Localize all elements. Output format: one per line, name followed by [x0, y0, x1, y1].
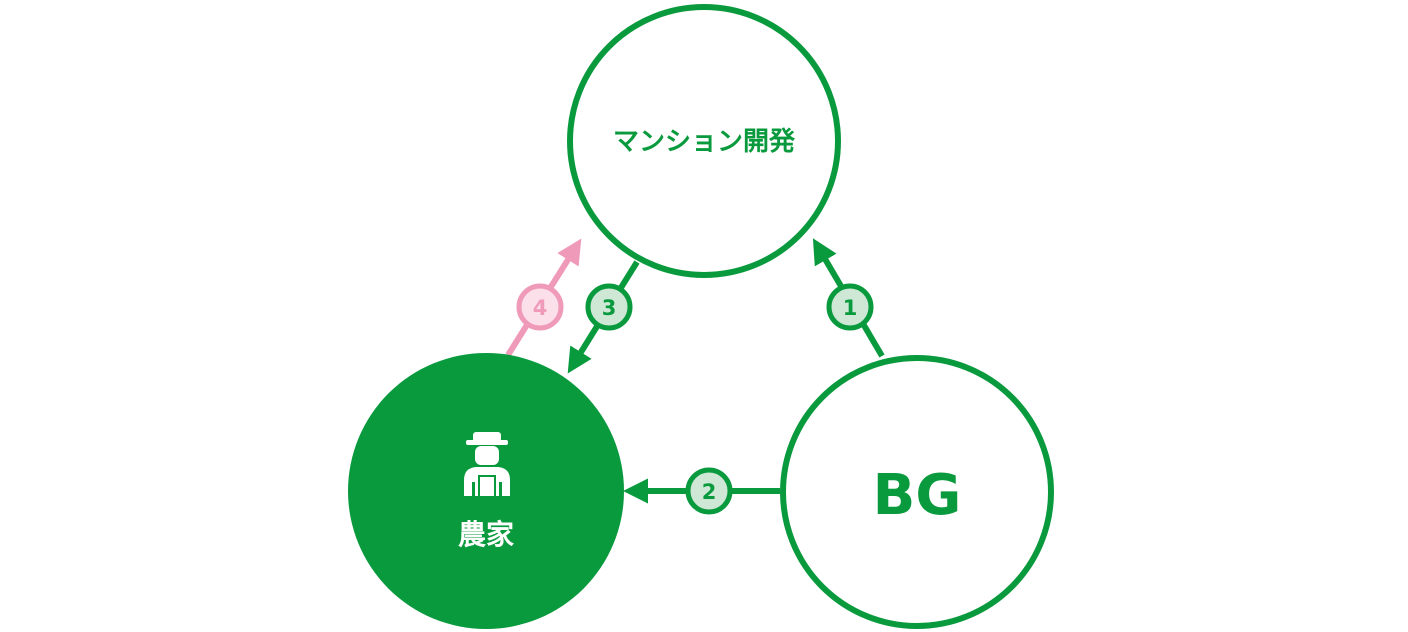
flow-badge-2: 2: [685, 467, 733, 515]
flow-badge-4: 4: [516, 283, 564, 331]
node-bg-circle: [780, 355, 1054, 629]
node-mansion-circle: [567, 4, 841, 278]
node-bg-label: BG: [873, 463, 962, 528]
node-farmer: 農家: [348, 353, 624, 629]
flow-badge-3: 3: [585, 283, 633, 331]
farmer-icon: [464, 432, 510, 496]
flow-badge-3-text: 3: [602, 296, 617, 320]
flow-badge-1-text: 1: [843, 296, 858, 320]
flow-badge-1: 1: [826, 283, 874, 331]
flow-badge-4-text: 4: [533, 296, 548, 320]
node-mansion: マンション開発: [567, 4, 841, 278]
node-farmer-label: 農家: [458, 518, 514, 551]
node-mansion-label: マンション開発: [613, 127, 796, 157]
node-bg: BG: [780, 355, 1054, 629]
flow-badge-2-text: 2: [702, 480, 717, 504]
